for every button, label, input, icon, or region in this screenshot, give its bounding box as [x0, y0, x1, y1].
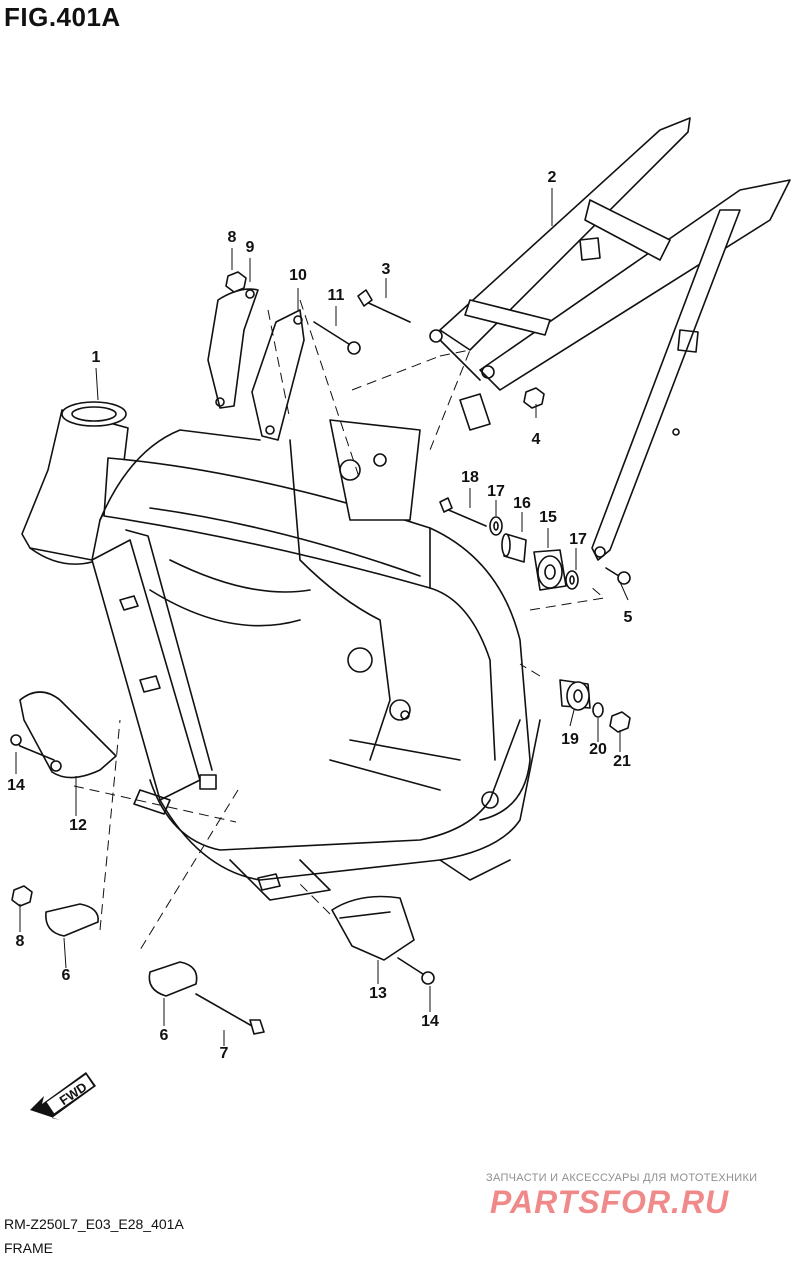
part-number-p10: 10 — [289, 267, 307, 284]
plate-6-upper-drawing — [45, 903, 99, 937]
part-number-p6b: 6 — [159, 1027, 169, 1044]
diagram-code: RM-Z250L7_E03_E28_401A — [4, 1216, 184, 1232]
leader-lines — [15, 188, 629, 1046]
part-number-p4: 4 — [531, 431, 541, 448]
bushing-19-drawing — [559, 679, 591, 711]
part-number-p19: 19 — [561, 731, 579, 748]
bolt-7-drawing — [195, 993, 265, 1035]
washer-17-right-drawing — [565, 570, 579, 590]
part-number-p7: 7 — [219, 1045, 229, 1062]
part-number-p2: 2 — [547, 169, 557, 186]
bolt-3-drawing — [357, 289, 411, 323]
watermark-logo: PARTSFOR.RU — [490, 1184, 730, 1220]
watermark-text: ЗАПЧАСТИ И АКСЕССУАРЫ ДЛЯ МОТОТЕХНИКИ — [486, 1172, 758, 1184]
washer-17-left-drawing — [489, 516, 503, 536]
main-frame-drawing — [21, 401, 541, 901]
part-number-p13: 13 — [369, 985, 387, 1002]
nut-4-drawing — [523, 387, 545, 409]
part-number-p5: 5 — [623, 609, 633, 626]
guard-12-drawing — [19, 691, 117, 779]
bolt-14-left-drawing — [10, 734, 55, 761]
bushing-15-drawing — [533, 549, 567, 591]
guard-13-drawing — [331, 895, 415, 961]
part-number-p1: 1 — [91, 349, 101, 366]
part-number-p18: 18 — [461, 469, 479, 486]
bracket-9-drawing — [207, 288, 259, 409]
collar-16-drawing — [501, 533, 527, 563]
nut-21-drawing — [609, 711, 631, 733]
part-number-p15: 15 — [539, 509, 557, 526]
plate-6-lower-drawing — [148, 961, 198, 997]
part-number-p6a: 6 — [61, 967, 71, 984]
part-number-p16: 16 — [513, 495, 531, 512]
part-number-p3: 3 — [381, 261, 391, 278]
part-number-p20: 20 — [589, 741, 607, 758]
diagram-name: FRAME — [4, 1240, 53, 1256]
nut-8-upper-drawing — [225, 271, 247, 293]
part-number-p17a: 17 — [487, 483, 505, 500]
part-number-p21: 21 — [613, 753, 631, 770]
subframe-drawing — [429, 117, 791, 561]
part-number-p14a: 14 — [7, 777, 25, 794]
bracket-10-drawing — [251, 309, 305, 441]
part-number-p12: 12 — [69, 817, 87, 834]
bolt-18-drawing — [439, 497, 487, 527]
fwd-arrow-icon: FWD — [30, 1072, 96, 1120]
bolt-14-right-drawing — [397, 957, 435, 985]
part-number-p14b: 14 — [421, 1013, 439, 1030]
part-number-p17b: 17 — [569, 531, 587, 548]
figure-title: FIG.401A — [4, 2, 121, 32]
washer-20-drawing — [592, 702, 604, 718]
part-number-p8b: 8 — [15, 933, 25, 950]
part-number-p8a: 8 — [227, 229, 237, 246]
part-number-p9: 9 — [245, 239, 255, 256]
nut-8-lower-drawing — [11, 885, 33, 907]
bolt-5-drawing — [605, 567, 631, 585]
part-number-p11: 11 — [327, 287, 345, 304]
bolt-11-drawing — [313, 321, 361, 355]
